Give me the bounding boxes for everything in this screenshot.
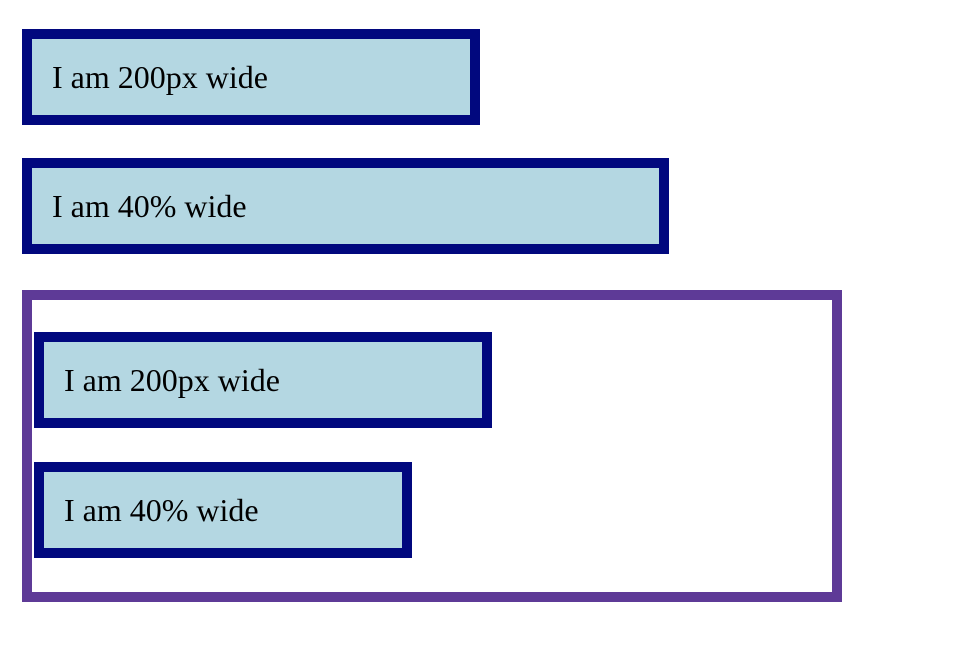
purple-wrapper-container: I am 200px wide I am 40% wide bbox=[22, 290, 842, 602]
fixed-width-box-inner-label: I am 200px wide bbox=[64, 362, 280, 398]
fixed-width-box-outer-label: I am 200px wide bbox=[52, 59, 268, 95]
percent-width-box-inner: I am 40% wide bbox=[34, 462, 412, 558]
percent-width-box-outer: I am 40% wide bbox=[22, 158, 669, 254]
fixed-width-box-outer: I am 200px wide bbox=[22, 29, 480, 125]
percent-width-box-inner-label: I am 40% wide bbox=[64, 492, 259, 528]
page: I am 200px wide I am 40% wide I am 200px… bbox=[22, 29, 842, 602]
fixed-width-box-inner: I am 200px wide bbox=[34, 332, 492, 428]
percent-width-box-outer-label: I am 40% wide bbox=[52, 188, 247, 224]
